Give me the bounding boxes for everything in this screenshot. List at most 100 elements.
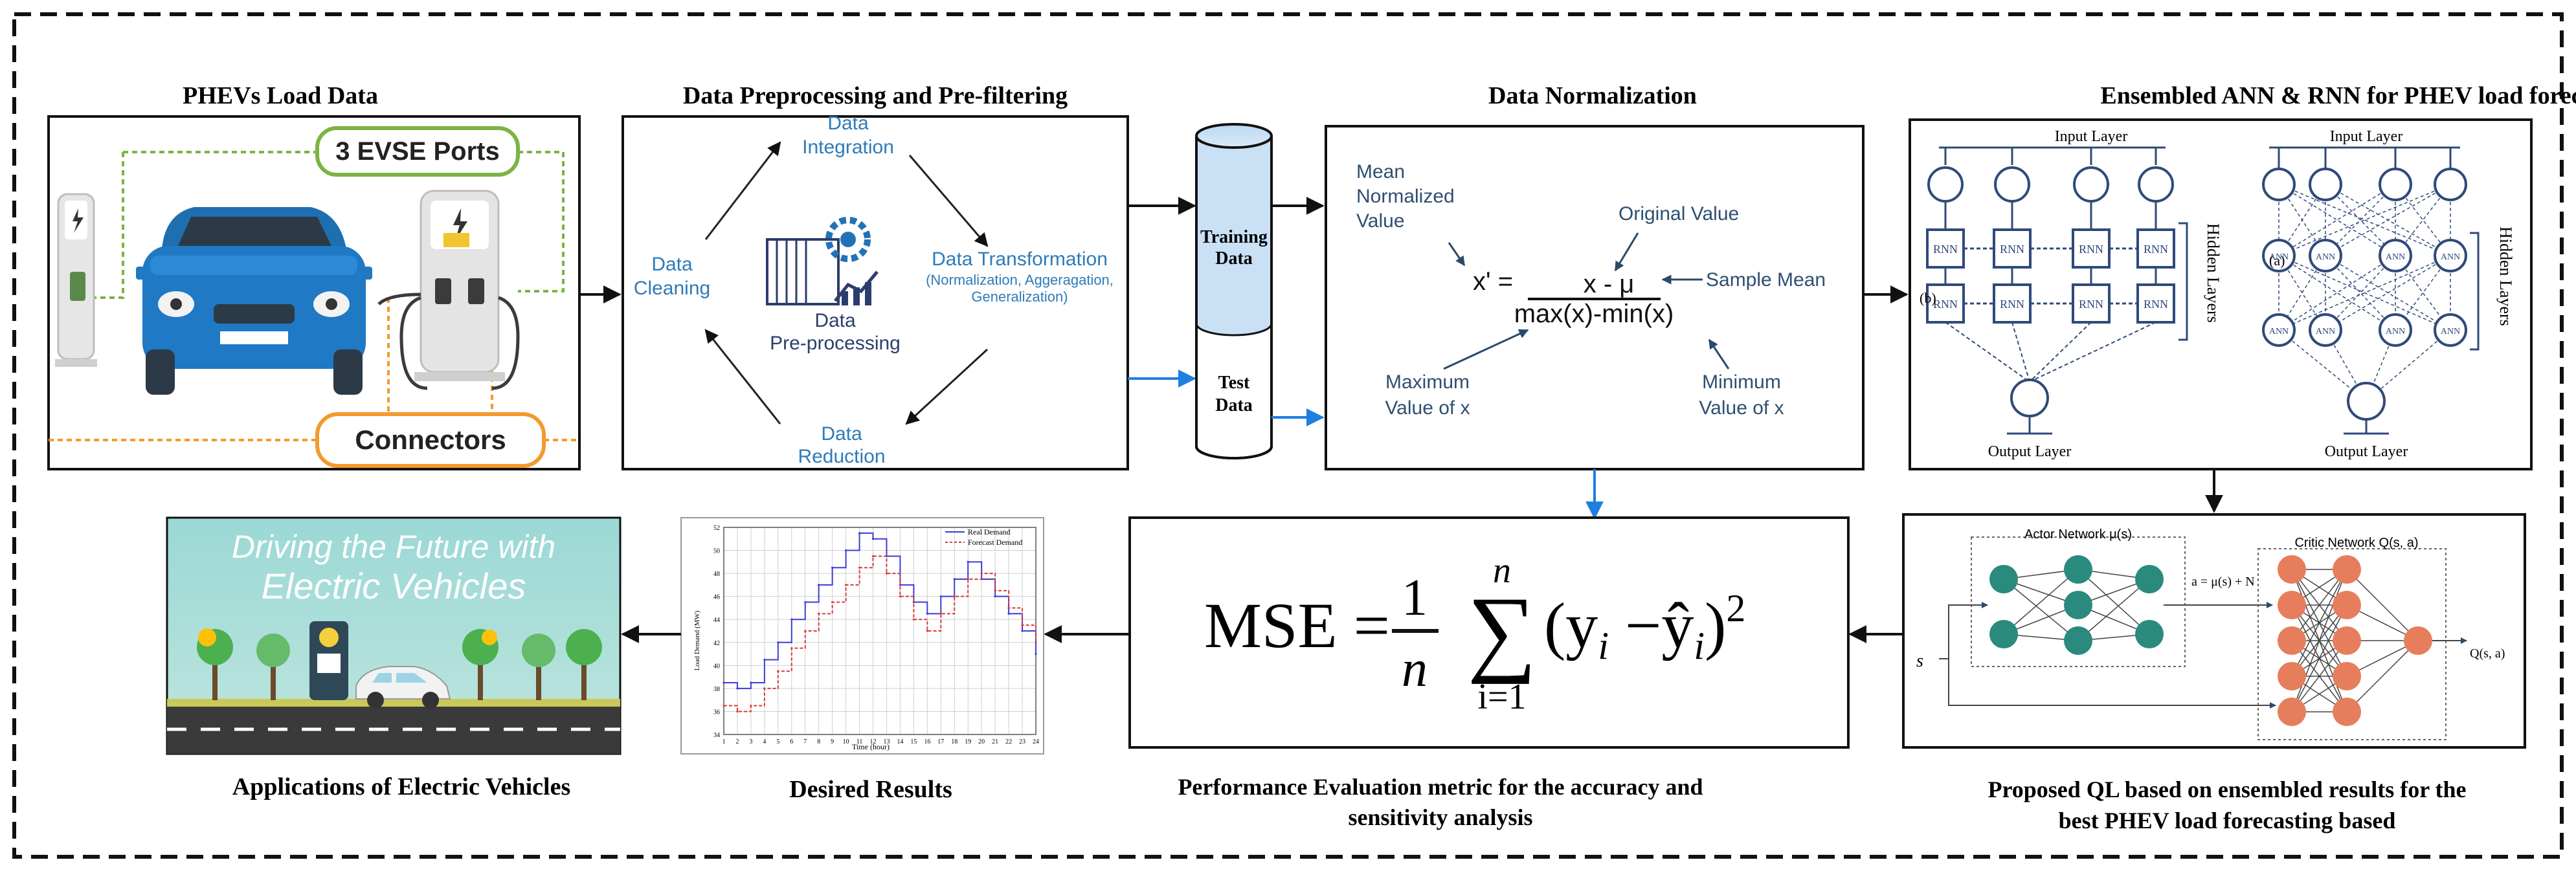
chart-x-label: Time (hour) — [852, 742, 890, 751]
reduction-line1: Data — [821, 423, 862, 445]
transformation-line2: (Normalization, Aggeragation, — [926, 272, 1114, 288]
real-demand-point — [722, 681, 725, 684]
x-tick-label: 15 — [910, 738, 917, 745]
x-tick-label: 19 — [965, 738, 971, 745]
forecast-demand-point — [818, 612, 820, 615]
state-label: s — [1916, 651, 1923, 671]
actor-network-label: Actor Network μ(s) — [2024, 527, 2132, 542]
rnn-cell-label: RNN — [2000, 243, 2024, 256]
rnn-input-node — [1927, 166, 1964, 203]
forecast-demand-point — [790, 647, 793, 650]
real-demand-point — [939, 595, 942, 598]
forecast-demand-point — [722, 704, 725, 707]
outer-dashed-frame — [12, 12, 2564, 859]
forecast-demand-point — [994, 590, 996, 592]
y-tick-label: 34 — [713, 732, 720, 739]
rnn-input-node — [1994, 166, 2030, 203]
forecast-demand-point — [736, 710, 739, 713]
actor-critic-network — [1939, 555, 2467, 726]
mse-sigma: ∑ — [1468, 577, 1537, 685]
ann-node-label: ANN — [2386, 252, 2405, 262]
connectors-badge: Connectors — [315, 412, 546, 468]
real-demand-point — [736, 687, 739, 690]
real-demand-point — [831, 566, 834, 569]
x-tick-label: 8 — [817, 738, 820, 745]
mean-line3: Value — [1356, 210, 1405, 232]
rnn-cell — [2136, 283, 2175, 324]
ann-node-label: ANN — [2269, 327, 2289, 336]
ql-panel: Actor Network μ(s) Critic Network Q(s, a… — [1902, 513, 2526, 833]
real-demand-point — [750, 681, 752, 684]
ql-caption-line2: best PHEV load forecasting based — [2059, 808, 2396, 833]
normalization-title: Data Normalization — [1488, 82, 1697, 109]
rnn-cell-label: RNN — [2144, 243, 2168, 256]
ensemble-panel: Ensembled ANN & RNN for PHEV load foreca… — [1909, 82, 2576, 470]
forecast-demand-point — [885, 572, 888, 575]
x-tick-label: 18 — [951, 738, 958, 745]
ann-node-label: ANN — [2386, 327, 2405, 336]
y-tick-label: 48 — [713, 571, 720, 578]
forecast-demand-point — [1007, 606, 1010, 610]
x-tick-label: 5 — [776, 738, 779, 745]
mse-term: (yi −ŷi)2 — [1544, 587, 1745, 667]
mse-caption-line2: sensitivity analysis — [1348, 804, 1532, 830]
integration-line1: Data — [827, 113, 869, 134]
rnn-cell-label: RNN — [2079, 243, 2103, 256]
forecast-demand-point — [750, 704, 752, 707]
rnn-input-node — [2138, 166, 2174, 203]
max-line1: Maximum — [1385, 371, 1470, 393]
series-real-demand — [724, 532, 1036, 689]
mse-term-minus: −ŷ — [1609, 590, 1694, 661]
critic-node — [2278, 698, 2306, 726]
forecast-demand-point — [967, 578, 969, 580]
mse-sum-top: n — [1493, 551, 1511, 591]
critic-node — [2278, 591, 2306, 619]
cleaning-line2: Cleaning — [634, 278, 710, 299]
reduction-line2: Reduction — [798, 446, 885, 467]
formula-denominator: max(x)-min(x) — [1514, 300, 1674, 328]
critic-node — [2333, 555, 2361, 584]
formula-lhs: x' = — [1473, 267, 1513, 296]
forecast-demand-point — [831, 601, 834, 604]
x-tick-label: 14 — [897, 738, 903, 745]
rnn-input-layer-label: Input Layer — [2055, 128, 2128, 145]
ann-node-label: ANN — [2441, 252, 2460, 262]
connectors-label: Connectors — [355, 424, 506, 455]
ann-hidden-node — [2434, 313, 2467, 347]
chart-y-label: Load Demand (MW) — [693, 610, 701, 670]
real-demand-point — [777, 641, 779, 644]
rnn-cell — [1926, 228, 1965, 269]
action-label: a = μ(s) + N — [2191, 575, 2255, 589]
ann-hidden-layers-label: Hidden Layers — [2496, 226, 2515, 326]
preprocessing-title: Data Preprocessing and Pre-filtering — [683, 82, 1068, 109]
test-data-line2: Data — [1215, 395, 1253, 415]
actor-node — [2064, 591, 2092, 619]
forecast-demand-point — [912, 618, 915, 621]
rnn-cell — [2072, 283, 2111, 324]
preprocess-center-line1: Data — [814, 310, 856, 331]
real-demand-point — [994, 595, 996, 598]
y-tick-label: 40 — [713, 663, 720, 670]
rnn-cell-label: RNN — [2079, 298, 2103, 311]
x-tick-label: 24 — [1033, 738, 1039, 745]
applications-caption: Applications of Electric Vehicles — [232, 773, 570, 800]
actor-node — [2064, 555, 2092, 584]
max-line2: Value of x — [1385, 397, 1470, 419]
ann-input-node — [2309, 168, 2342, 201]
real-demand-point — [804, 601, 807, 604]
charger-left — [55, 193, 97, 367]
real-demand-point — [858, 532, 861, 535]
mean-line2: Normalized — [1356, 186, 1455, 207]
x-tick-label: 6 — [790, 738, 793, 745]
preprocessing-panel: Data Preprocessing and Pre-filtering Dat… — [622, 82, 1129, 470]
banner-line1: Driving the Future with — [232, 529, 555, 565]
q-output-label: Q(s, a) — [2470, 646, 2505, 661]
x-tick-label: 21 — [992, 738, 998, 745]
real-demand-point — [953, 578, 956, 580]
ann-tag: (a) — [2269, 252, 2285, 269]
mse-sum-bottom: i=1 — [1477, 677, 1526, 717]
x-tick-label: 1 — [722, 738, 726, 745]
